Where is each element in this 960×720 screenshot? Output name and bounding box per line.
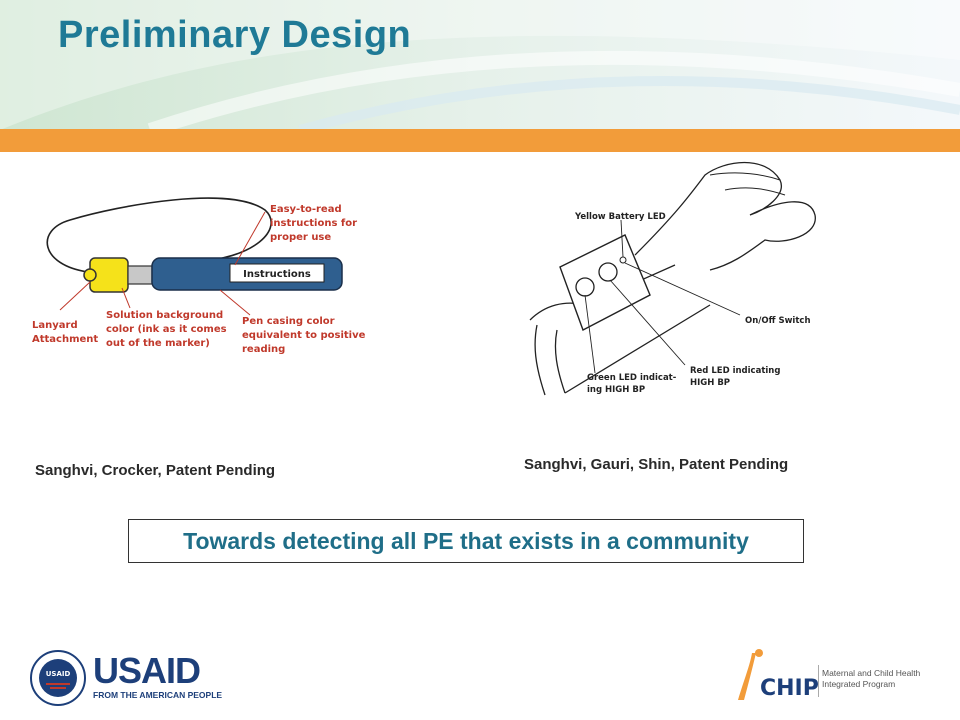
- label-pen-casing-2: equivalent to positive: [242, 330, 366, 341]
- mchip-divider: [818, 665, 819, 697]
- label-green-led: Green LED indicat-: [587, 373, 677, 383]
- label-lanyard: Lanyard: [32, 320, 78, 331]
- caption-pen-patent: Sanghvi, Crocker, Patent Pending: [35, 462, 276, 479]
- instructions-label: Instructions: [243, 269, 311, 280]
- usaid-wordmark: USAID: [93, 650, 201, 691]
- usaid-seal-logo: USAID: [30, 650, 86, 706]
- label-pen-casing: Pen casing color: [242, 316, 335, 327]
- mchip-subtitle-line-2: Integrated Program: [822, 679, 896, 689]
- monitor-device: [559, 234, 651, 331]
- usaid-tagline: FROM THE AMERICAN PEOPLE: [93, 690, 223, 700]
- label-red-led: Red LED indicating: [690, 366, 780, 376]
- slide-title: Preliminary Design: [58, 14, 412, 56]
- label-solution-2: color (ink as it comes: [106, 324, 227, 335]
- label-on-off-switch: On/Off Switch: [745, 316, 811, 326]
- label-lanyard-2: Attachment: [32, 334, 98, 345]
- red-led: [598, 262, 618, 282]
- pen-tip: [127, 265, 153, 285]
- mchip-subtitle: Maternal and Child Health Integrated Pro…: [822, 668, 920, 690]
- label-easy-read-2: instructions for: [270, 218, 357, 229]
- label-easy-read: Easy-to-read: [270, 204, 342, 215]
- hand-outline: [634, 161, 816, 271]
- label-solution: Solution background: [106, 310, 223, 321]
- wrist-monitor-sketch-figure: Yellow Battery LED On/Off Switch Red LED…: [529, 161, 816, 396]
- label-solution-3: out of the marker): [106, 338, 210, 349]
- instructions-panel: [229, 263, 325, 283]
- green-led: [575, 277, 595, 297]
- battery-led: [619, 256, 627, 264]
- label-green-led-2: ing HIGH BP: [587, 385, 645, 395]
- usaid-seal-text: USAID: [46, 670, 71, 678]
- label-yellow-battery-led: Yellow Battery LED: [574, 212, 666, 222]
- statement-text: Towards detecting all PE that exists in …: [183, 527, 749, 554]
- statement-box: Towards detecting all PE that exists in …: [128, 519, 804, 563]
- caption-wrist-patent: Sanghvi, Gauri, Shin, Patent Pending: [524, 456, 789, 473]
- lanyard-cord: [46, 197, 272, 273]
- label-red-led-2: HIGH BP: [690, 378, 730, 388]
- label-easy-read-3: proper use: [270, 232, 331, 243]
- mchip-subtitle-line-1: Maternal and Child Health: [822, 668, 921, 678]
- mchip-logo: CHIP: [738, 649, 819, 701]
- lanyard-ring: [83, 268, 97, 282]
- pen-sketch-figure: Instructions Easy-to-read instructions f…: [32, 197, 366, 355]
- mchip-wordmark: CHIP: [760, 676, 819, 701]
- label-pen-casing-3: reading: [242, 344, 285, 355]
- header-background: [0, 0, 960, 130]
- orange-divider-bar: [0, 129, 960, 152]
